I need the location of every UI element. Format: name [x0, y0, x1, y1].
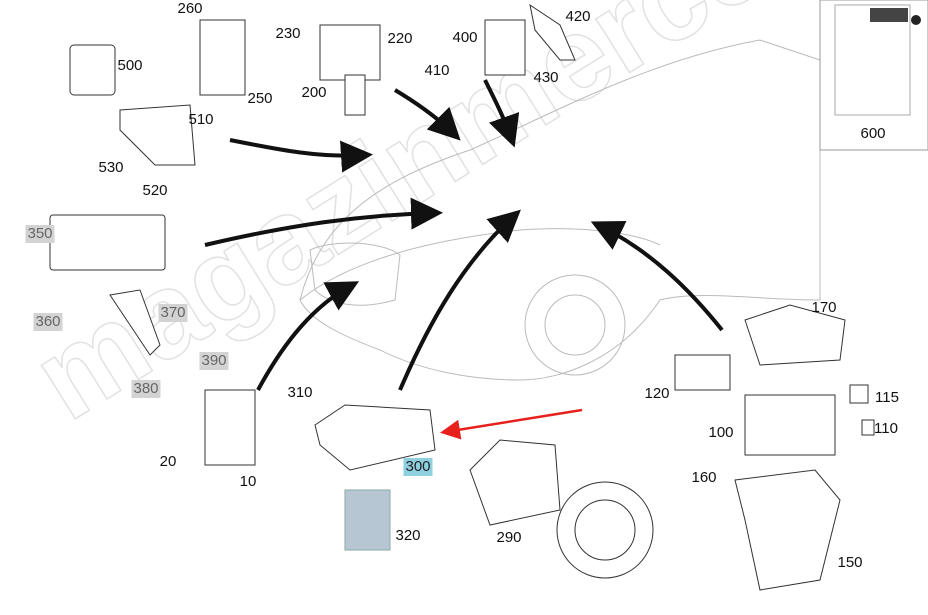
callout-430[interactable]: 430: [533, 69, 559, 86]
callout-400[interactable]: 400: [452, 29, 478, 46]
callout-110[interactable]: 110: [874, 420, 898, 437]
callout-360[interactable]: 360: [33, 313, 63, 331]
callout-420[interactable]: 420: [565, 8, 591, 25]
callout-150[interactable]: 150: [837, 554, 863, 571]
callout-115[interactable]: 115: [875, 389, 899, 406]
callout-260[interactable]: 260: [177, 0, 203, 17]
callout-530[interactable]: 530: [98, 159, 124, 176]
callout-410[interactable]: 410: [424, 62, 450, 79]
callout-200[interactable]: 200: [301, 84, 327, 101]
thumbnail-600: [819, 0, 928, 151]
callout-600[interactable]: 600: [860, 125, 886, 142]
callout-10[interactable]: 10: [239, 473, 257, 490]
callout-390[interactable]: 390: [199, 352, 229, 370]
callout-220[interactable]: 220: [387, 30, 413, 47]
callout-170[interactable]: 170: [811, 299, 837, 316]
callout-120[interactable]: 120: [644, 385, 670, 402]
callout-380[interactable]: 380: [131, 380, 161, 398]
callout-290[interactable]: 290: [496, 529, 522, 546]
callout-100[interactable]: 100: [708, 424, 734, 441]
callout-370[interactable]: 370: [158, 304, 188, 322]
parts: [49, 3, 875, 591]
callout-160[interactable]: 160: [691, 469, 717, 486]
pointer-arrows: [204, 79, 724, 440]
callout-350[interactable]: 350: [25, 225, 55, 243]
callout-20[interactable]: 20: [159, 453, 177, 470]
callout-510[interactable]: 510: [188, 111, 214, 128]
callout-320[interactable]: 320: [395, 527, 421, 544]
callout-230[interactable]: 230: [275, 25, 301, 42]
callout-300[interactable]: 300: [403, 458, 433, 476]
callout-250[interactable]: 250: [247, 90, 273, 107]
callout-310[interactable]: 310: [287, 384, 313, 401]
callout-500[interactable]: 500: [117, 57, 143, 74]
callout-520[interactable]: 520: [142, 182, 168, 199]
car-outline: [299, 39, 821, 381]
